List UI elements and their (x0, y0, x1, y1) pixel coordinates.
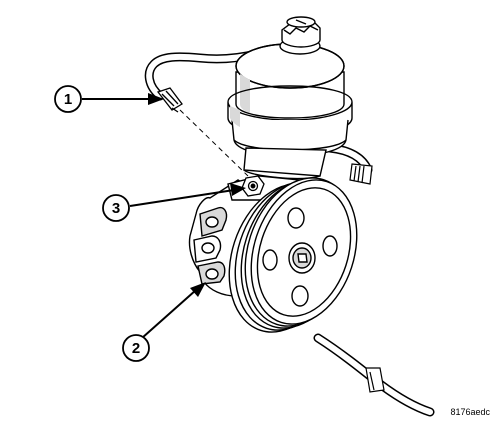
callout-3-label: 3 (112, 200, 120, 217)
dashed-guide-line (179, 109, 249, 177)
mounting-bolt (241, 175, 265, 197)
callout-2-circle (122, 334, 150, 362)
pressure-hose-fitting (349, 163, 373, 185)
callout-1-circle (54, 85, 82, 113)
reservoir (235, 37, 345, 119)
figure-reference-code: 8176aedc (450, 407, 490, 417)
pump-pulley (228, 177, 358, 333)
callout-1: 1 (54, 85, 164, 113)
callout-2: 2 (122, 282, 206, 362)
callout-1-label: 1 (64, 91, 72, 108)
reservoir-cap (281, 16, 321, 48)
callout-2-label: 2 (132, 340, 140, 357)
callout-3-circle (102, 194, 130, 222)
reservoir-collar (227, 85, 353, 157)
callout-3: 3 (102, 183, 246, 222)
reservoir-neck (243, 147, 327, 180)
lower-hose-clamp (365, 367, 385, 393)
return-hose (144, 49, 261, 101)
hose-fitting (156, 87, 183, 113)
